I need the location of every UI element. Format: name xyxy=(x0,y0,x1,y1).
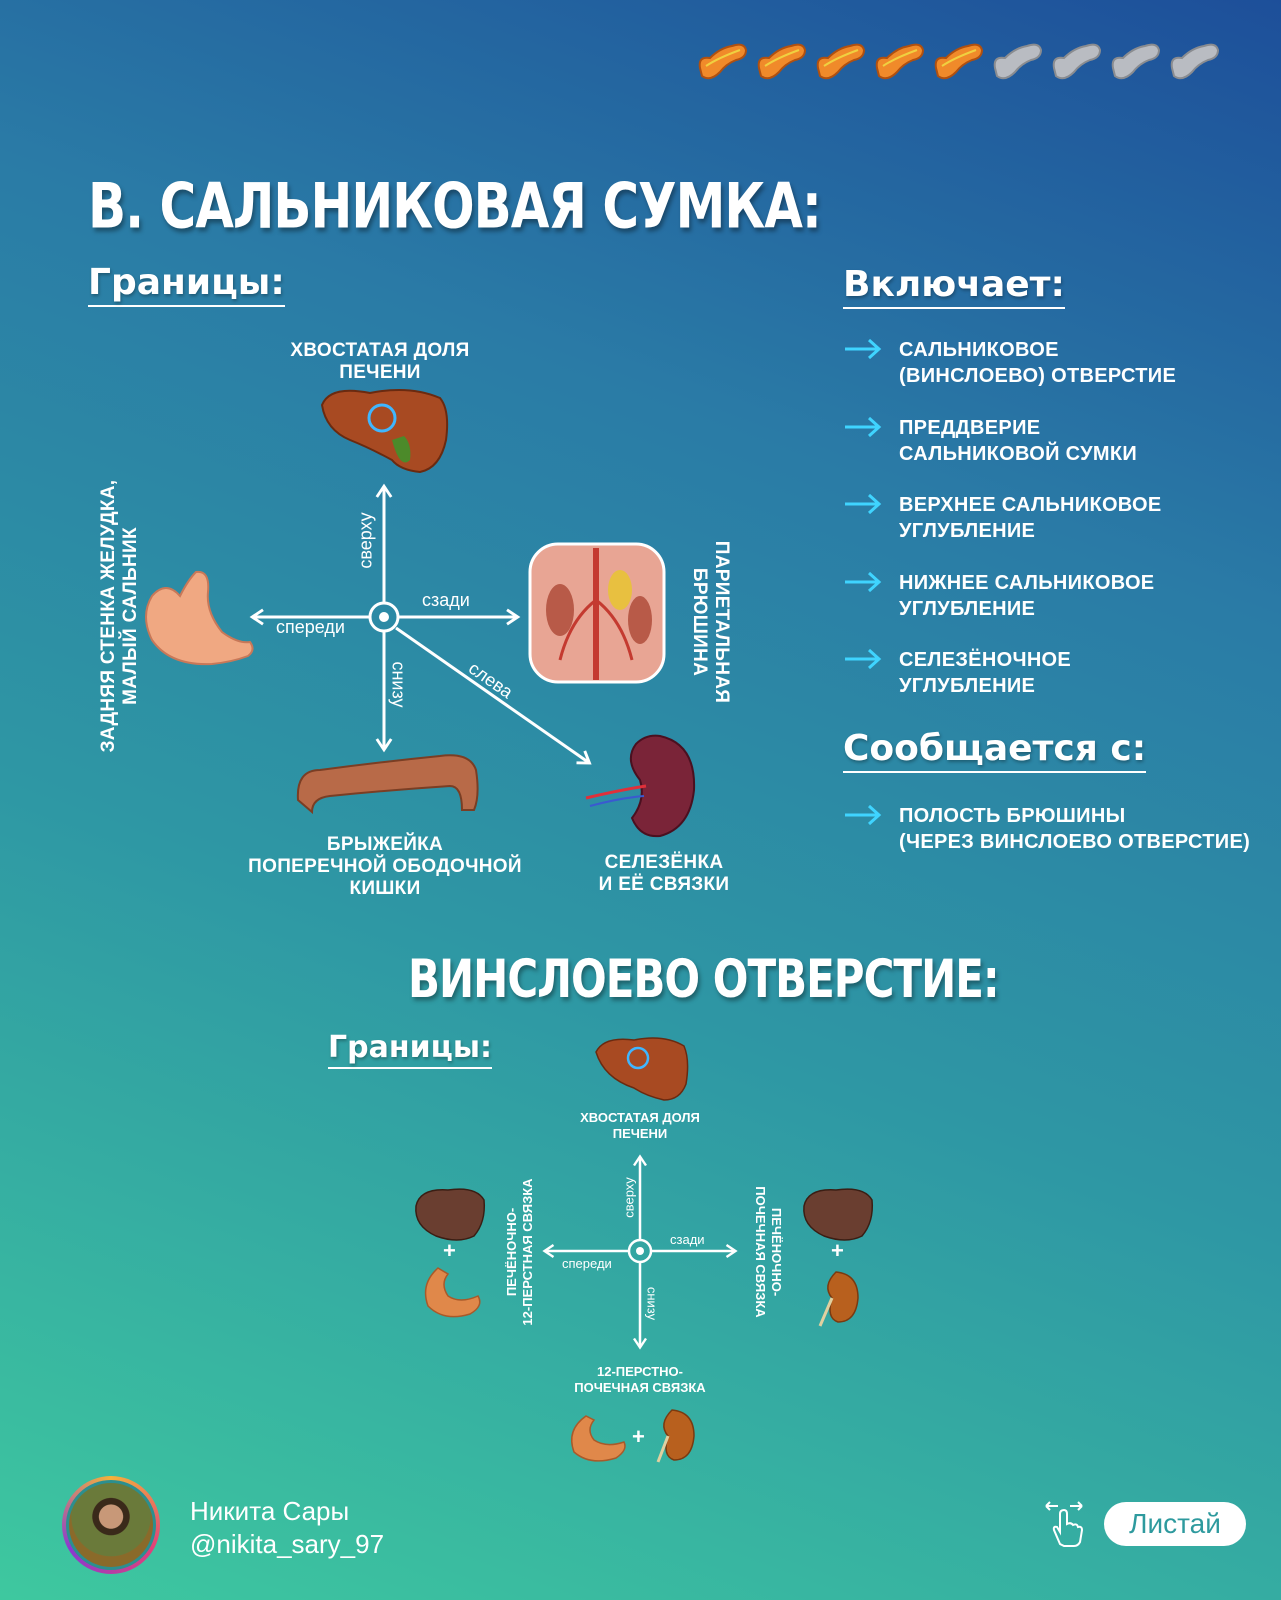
label-spleen: СЕЛЕЗЁНКА И ЕЁ СВЯЗКИ xyxy=(580,852,748,896)
direction-right: сзади xyxy=(422,590,470,610)
direction2-right: сзади xyxy=(670,1232,705,1247)
author-name: Никита Сары xyxy=(190,1496,350,1526)
liver-small-icon-right xyxy=(803,1188,874,1241)
kidney-icon-right xyxy=(818,1271,859,1327)
stomach-icon xyxy=(145,570,254,666)
pancreas-icon xyxy=(1050,38,1102,82)
label-line: ХВОСТАТАЯ ДОЛЯ xyxy=(580,1110,700,1125)
arrow-right-icon xyxy=(843,337,883,366)
label-line: ПОЧЕЧНАЯ СВЯЗКА xyxy=(753,1186,768,1318)
progress-indicator xyxy=(696,38,1226,82)
includes-item-text: СЕЛЕЗЁНОЧНОЕ УГЛУБЛЕНИЕ xyxy=(899,647,1071,699)
list-line: САЛЬНИКОВОЕ xyxy=(899,339,1059,361)
pancreas-icon xyxy=(696,38,748,82)
direction-left: спереди xyxy=(276,617,345,637)
plus-sign-left: + xyxy=(443,1238,456,1263)
label2-duodenorenal: 12-ПЕРСТНО- ПОЧЕЧНАЯ СВЯЗКА xyxy=(560,1364,720,1396)
list-line: УГЛУБЛЕНИЕ xyxy=(899,520,1036,542)
includes-item-text: ПРЕДДВЕРИЕ САЛЬНИКОВОЙ СУМКИ xyxy=(899,415,1137,467)
communicates-heading: Сообщается с: xyxy=(843,728,1147,773)
label-line: ПЕЧЁНОЧНО- xyxy=(769,1207,784,1297)
duodenum-icon-left xyxy=(424,1267,481,1318)
winslow-boundaries-diagram xyxy=(415,1037,874,1463)
label-line: СЕЛЕЗЁНКА xyxy=(604,852,724,873)
label-mesocolon: БРЫЖЕЙКА ПОПЕРЕЧНОЙ ОБОДОЧНОЙ КИШКИ xyxy=(240,834,530,900)
liver-small-icon-left xyxy=(415,1188,486,1241)
parietal-peritoneum-image xyxy=(528,542,666,684)
pancreas-icon xyxy=(755,38,807,82)
includes-item-text: НИЖНЕЕ САЛЬНИКОВОЕ УГЛУБЛЕНИЕ xyxy=(899,570,1154,622)
label-line: ПОЧЕЧНАЯ СВЯЗКА xyxy=(574,1380,706,1395)
label-line: ПЕЧЕНИ xyxy=(612,1126,668,1141)
label2-hepatorenal: ПЕЧЁНОЧНО- ПОЧЕЧНАЯ СВЯЗКА xyxy=(752,1172,784,1332)
bursa-boundaries-diagram xyxy=(145,389,696,838)
includes-item-text: САЛЬНИКОВОЕ (ВИНСЛОЕВО) ОТВЕРСТИЕ xyxy=(899,337,1176,389)
arrow-right-icon xyxy=(843,803,883,832)
list-line: НИЖНЕЕ САЛЬНИКОВОЕ xyxy=(899,571,1155,594)
list-line: ПОЛОСТЬ БРЮШИНЫ xyxy=(899,805,1126,827)
author-handle: @nikita_sary_97 xyxy=(190,1529,385,1559)
list-line: ВЕРХНЕЕ САЛЬНИКОВОЕ xyxy=(899,494,1162,516)
arrow-right-icon xyxy=(843,647,883,676)
avatar xyxy=(62,1476,160,1574)
direction2-down: снизу xyxy=(644,1286,660,1321)
arrow-right-icon xyxy=(843,570,883,599)
communicates-item-text: ПОЛОСТЬ БРЮШИНЫ (ЧЕРЕЗ ВИНСЛОЕВО ОТВЕРСТИ… xyxy=(899,803,1250,855)
direction2-up: сверху xyxy=(621,1177,637,1218)
pancreas-icon xyxy=(873,38,925,82)
swipe-button[interactable]: Листай xyxy=(1104,1502,1246,1546)
label-line: 12-ПЕРСТНАЯ СВЯЗКА xyxy=(520,1178,535,1326)
list-line: СЕЛЕЗЁНОЧНОЕ xyxy=(899,649,1072,671)
label-caudate-lobe: ХВОСТАТАЯ ДОЛЯ ПЕЧЕНИ xyxy=(270,340,490,384)
arrow-right-icon xyxy=(843,492,883,521)
list-line: САЛЬНИКОВОЙ СУМКИ xyxy=(899,442,1138,465)
spleen-icon xyxy=(585,734,696,838)
includes-heading: Включает: xyxy=(843,264,1065,309)
swipe-hand-icon xyxy=(1045,1501,1084,1547)
plus-sign-right: + xyxy=(831,1238,844,1263)
label-line: И ЕЁ СВЯЗКИ xyxy=(598,874,730,895)
page-title: В. САЛЬНИКОВАЯ СУМКА: xyxy=(88,170,822,243)
pancreas-icon xyxy=(1109,38,1161,82)
label-line: ПЕЧЁНОЧНО- xyxy=(504,1207,519,1297)
label-line: БРЫЖЕЙКА xyxy=(326,834,444,855)
duodenum-icon-bottom xyxy=(571,1415,626,1462)
label-line: ПОПЕРЕЧНОЙ ОБОДОЧНОЙ xyxy=(248,856,522,877)
list-line: УГЛУБЛЕНИЕ xyxy=(899,675,1036,697)
winslow-title: ВИНСЛОЕВО ОТВЕРСТИЕ: xyxy=(408,948,1000,1010)
pancreas-icon xyxy=(932,38,984,82)
includes-item-text: ВЕРХНЕЕ САЛЬНИКОВОЕ УГЛУБЛЕНИЕ xyxy=(899,492,1162,544)
boundaries2-heading: Границы: xyxy=(328,1030,492,1069)
label-line: ХВОСТАТАЯ ДОЛЯ xyxy=(290,340,470,361)
liver-small-icon-top xyxy=(595,1037,689,1101)
list-line: (ЧЕРЕЗ ВИНСЛОЕВО ОТВЕРСТИЕ) xyxy=(899,831,1251,853)
label-line: ПЕЧЕНИ xyxy=(339,362,421,383)
axis-diagonal-arrow xyxy=(395,626,592,765)
axis-center xyxy=(368,601,400,633)
pancreas-icon xyxy=(1168,38,1220,82)
label-line: КИШКИ xyxy=(349,878,421,899)
label-line: 12-ПЕРСТНО- xyxy=(597,1364,683,1379)
label2-caudate-lobe: ХВОСТАТАЯ ДОЛЯ ПЕЧЕНИ xyxy=(560,1110,720,1142)
pancreas-icon xyxy=(814,38,866,82)
caudate-lobe-liver-icon xyxy=(320,389,449,474)
list-line: (ВИНСЛОЕВО) ОТВЕРСТИЕ xyxy=(899,365,1177,387)
boundaries-heading: Границы: xyxy=(88,262,285,307)
list-line: ПРЕДДВЕРИЕ xyxy=(899,416,1041,439)
list-line: УГЛУБЛЕНИЕ xyxy=(899,597,1036,620)
arrow-right-icon xyxy=(843,415,883,444)
kidney-icon-bottom xyxy=(656,1409,695,1463)
transverse-colon-icon xyxy=(296,754,479,815)
direction2-left: спереди xyxy=(562,1256,612,1271)
label2-hepatoduodenal: ПЕЧЁНОЧНО- 12-ПЕРСТНАЯ СВЯЗКА xyxy=(504,1172,536,1332)
pancreas-icon xyxy=(991,38,1043,82)
plus-sign-bottom: + xyxy=(632,1424,645,1449)
